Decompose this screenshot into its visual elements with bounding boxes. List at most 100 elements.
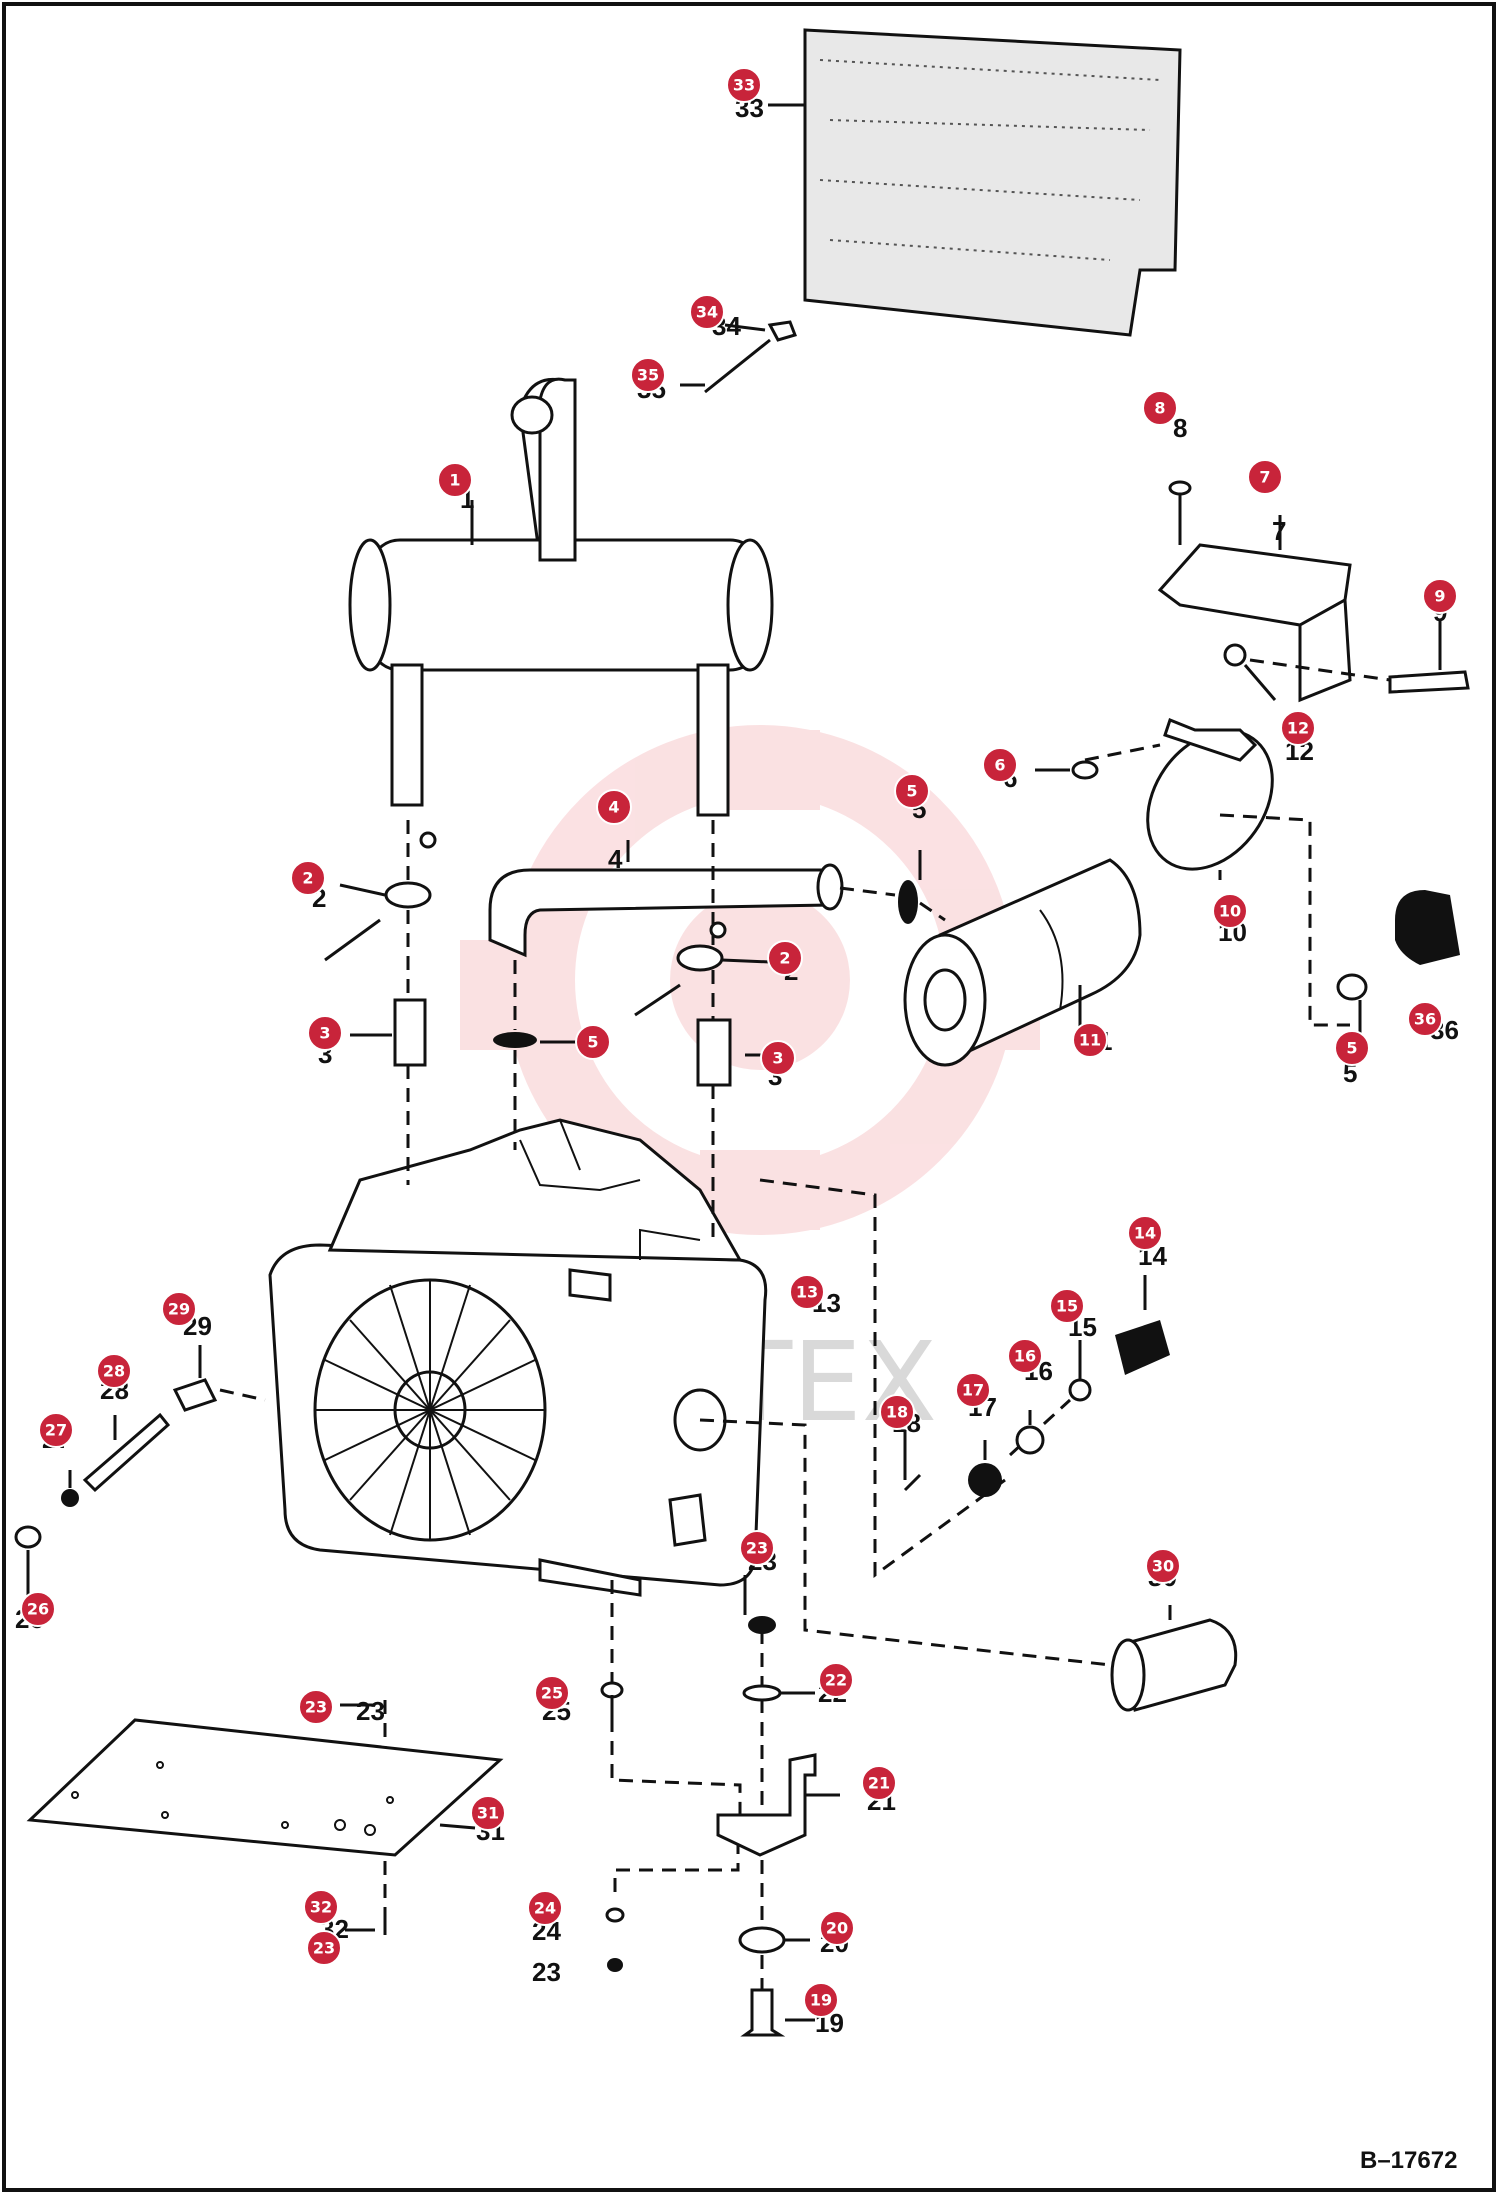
callout-number: 1: [449, 471, 460, 490]
callout-number: 19: [810, 1991, 832, 2010]
callout-number: 29: [168, 1300, 190, 1319]
part-13-engine: [268, 1118, 768, 1597]
part-26-29-linkage: [14, 1378, 218, 1600]
callout-5[interactable]: 5: [1334, 1030, 1370, 1066]
callout-number: 6: [994, 756, 1005, 775]
part-14-18-drive-parts: [903, 1320, 1170, 1497]
callout-20[interactable]: 20: [819, 1910, 855, 1946]
callout-29[interactable]: 29: [161, 1291, 197, 1327]
callout-number: 32: [310, 1898, 332, 1917]
callout-30[interactable]: 30: [1145, 1548, 1181, 1584]
callout-number: 27: [45, 1421, 67, 1440]
callout-24[interactable]: 24: [527, 1890, 563, 1926]
callout-25[interactable]: 25: [534, 1675, 570, 1711]
callout-number: 31: [477, 1804, 499, 1823]
callout-number: 23: [305, 1698, 327, 1717]
callout-3[interactable]: 3: [307, 1015, 343, 1051]
callout-number: 5: [906, 782, 917, 801]
part-label-4: 4: [608, 844, 623, 874]
callout-23[interactable]: 23: [306, 1930, 342, 1966]
part-30-starter: [1110, 1618, 1238, 1712]
callout-number: 3: [319, 1024, 330, 1043]
callout-27[interactable]: 27: [38, 1412, 74, 1448]
callout-1[interactable]: 1: [437, 462, 473, 498]
callout-33[interactable]: 33: [726, 67, 762, 103]
part-label-23: 23: [532, 1957, 561, 1987]
callout-35[interactable]: 35: [630, 357, 666, 393]
callout-14[interactable]: 14: [1127, 1215, 1163, 1251]
callout-number: 16: [1014, 1347, 1036, 1366]
part-31-plate: [26, 1718, 504, 1857]
part-8-bolt: [1168, 480, 1192, 545]
part-4-pipe: [488, 863, 844, 958]
callout-number: 21: [868, 1774, 890, 1793]
part-6-nut: [1035, 743, 1161, 780]
callout-number: 34: [696, 303, 718, 322]
callout-number: 28: [103, 1362, 125, 1381]
part-label-8: 8: [1173, 413, 1187, 443]
callout-number: 7: [1259, 468, 1270, 487]
part-11-air-cleaner: [903, 858, 1142, 1067]
callout-22[interactable]: 22: [818, 1662, 854, 1698]
callout-5[interactable]: 5: [894, 773, 930, 809]
callout-2[interactable]: 2: [767, 940, 803, 976]
callout-number: 4: [608, 798, 619, 817]
callout-34[interactable]: 34: [689, 294, 725, 330]
callout-number: 23: [746, 1539, 768, 1558]
callout-number: 30: [1152, 1557, 1174, 1576]
callout-36[interactable]: 36: [1407, 1001, 1443, 1037]
callout-26[interactable]: 26: [20, 1591, 56, 1627]
callout-32[interactable]: 32: [303, 1889, 339, 1925]
callout-16[interactable]: 16: [1007, 1338, 1043, 1374]
part-1-muffler: [348, 377, 774, 817]
callout-number: 2: [302, 869, 313, 888]
part-12-nut: [1223, 643, 1277, 701]
callout-4[interactable]: 4: [596, 789, 632, 825]
callout-number: 5: [587, 1033, 598, 1052]
part-7-bracket: [1157, 543, 1352, 703]
callout-number: 8: [1154, 399, 1165, 418]
callout-19[interactable]: 19: [803, 1982, 839, 2018]
callout-9[interactable]: 9: [1422, 578, 1458, 614]
callout-6[interactable]: 6: [982, 747, 1018, 783]
callout-2[interactable]: 2: [290, 860, 326, 896]
callout-number: 10: [1219, 902, 1241, 921]
callout-5[interactable]: 5: [575, 1024, 611, 1060]
assembly-lines: [219, 820, 1111, 2030]
callout-18[interactable]: 18: [879, 1394, 915, 1430]
callout-13[interactable]: 13: [789, 1274, 825, 1310]
callout-number: 18: [886, 1403, 908, 1422]
callout-number: 17: [962, 1381, 984, 1400]
callout-3[interactable]: 3: [760, 1040, 796, 1076]
callout-21[interactable]: 21: [861, 1765, 897, 1801]
part-9-bolt: [1249, 658, 1470, 694]
callout-number: 25: [541, 1684, 563, 1703]
part-label-7: 7: [1272, 516, 1286, 546]
callout-15[interactable]: 15: [1049, 1288, 1085, 1324]
callout-number: 24: [534, 1899, 556, 1918]
callout-number: 33: [733, 76, 755, 95]
callout-number: 15: [1056, 1297, 1078, 1316]
callout-7[interactable]: 7: [1247, 459, 1283, 495]
callout-number: 5: [1346, 1039, 1357, 1058]
part-10-band: [1146, 718, 1274, 871]
callout-10[interactable]: 10: [1212, 893, 1248, 929]
part-3-sleeves: [393, 998, 732, 1087]
callout-31[interactable]: 31: [470, 1795, 506, 1831]
callout-number: 3: [772, 1049, 783, 1068]
callout-number: 2: [779, 949, 790, 968]
callout-17[interactable]: 17: [955, 1372, 991, 1408]
part-36-elbow: [1219, 813, 1460, 1027]
callout-11[interactable]: 11: [1072, 1022, 1108, 1058]
callout-12[interactable]: 12: [1280, 710, 1316, 746]
callout-8[interactable]: 8: [1142, 390, 1178, 426]
callout-number: 23: [313, 1939, 335, 1958]
callout-23[interactable]: 23: [298, 1689, 334, 1725]
callout-number: 11: [1079, 1031, 1101, 1050]
part-33-pad: [768, 28, 1182, 337]
callout-23[interactable]: 23: [739, 1530, 775, 1566]
callout-28[interactable]: 28: [96, 1353, 132, 1389]
callout-number: 35: [637, 366, 659, 385]
